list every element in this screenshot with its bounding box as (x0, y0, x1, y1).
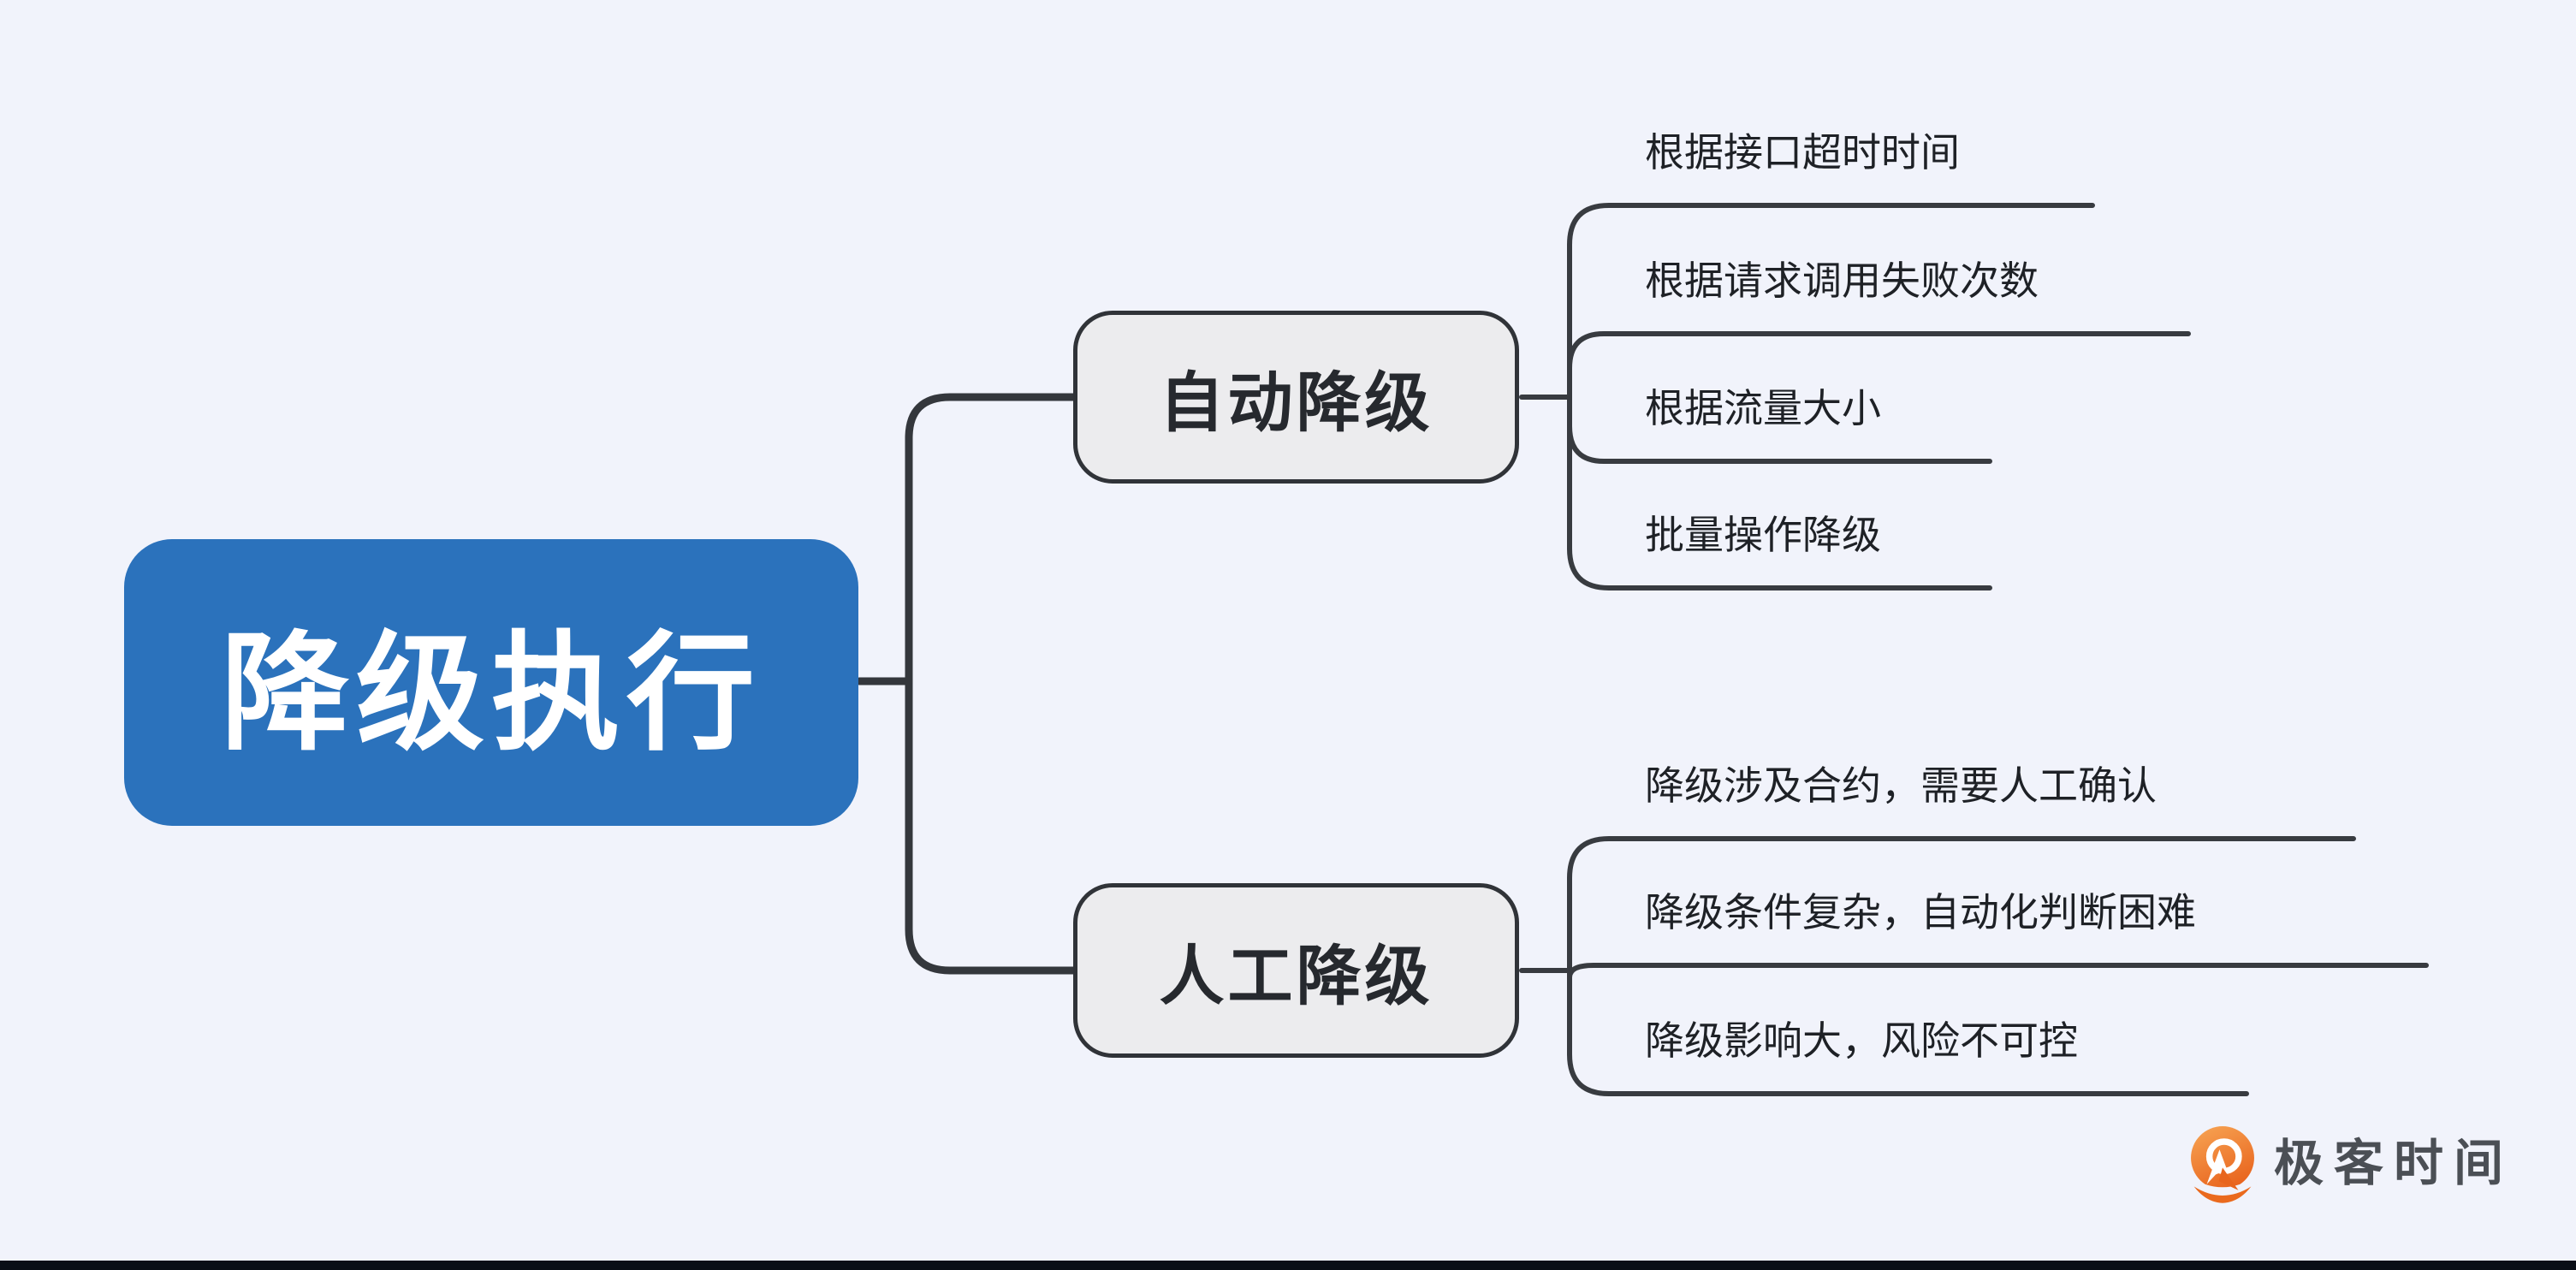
connector-leaf-5 (1567, 836, 2356, 917)
connector-leaf-7 (1567, 1021, 2249, 1096)
leaf-label: 批量操作降级 (1645, 513, 1881, 557)
root-node-degrade-execution: 降级执行 (124, 539, 858, 826)
branch-auto-label: 自动降级 (1159, 367, 1433, 440)
connector-leaf-1 (1567, 203, 2095, 276)
connector-root-branches (905, 393, 1077, 975)
bottom-accent-bar (0, 1261, 2576, 1270)
connector-leaf-6 (1567, 963, 2429, 980)
leaf-label: 根据请求调用失败次数 (1645, 258, 2039, 303)
leaf-label: 降级影响大，风险不可控 (1645, 1018, 2078, 1063)
leaf-label: 降级涉及合约，需要人工确认 (1645, 763, 2157, 808)
connector-leaf-3 (1567, 424, 1992, 464)
branch-manual-label: 人工降级 (1159, 941, 1433, 1013)
root-node-label: 降级执行 (220, 621, 762, 765)
branch-node-auto-degrade: 自动降级 (1073, 311, 1519, 484)
connector-leaf-4 (1567, 517, 1992, 590)
branch-node-manual-degrade: 人工降级 (1073, 883, 1519, 1058)
leaf-label: 根据接口超时时间 (1645, 130, 1960, 175)
connector-leaf-2 (1567, 331, 2191, 371)
brand-name: 极客时间 (2274, 1136, 2514, 1191)
leaf-label: 降级条件复杂，自动化判断困难 (1645, 890, 2196, 935)
brand-watermark: 极客时间 (2185, 1125, 2514, 1203)
geektime-logo-icon (2188, 1126, 2257, 1203)
leaf-label: 根据流量大小 (1645, 386, 1881, 430)
